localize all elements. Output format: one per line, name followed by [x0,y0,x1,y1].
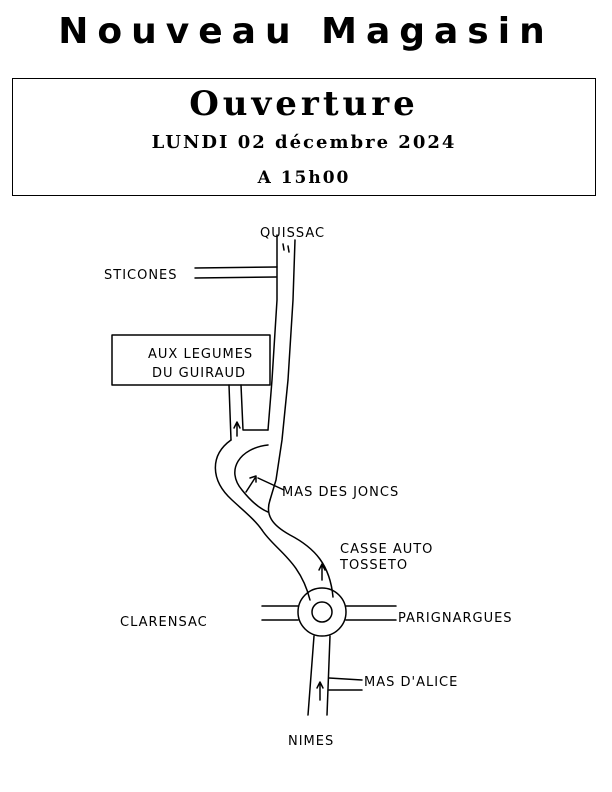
arrow-store-up [233,421,241,437]
headline: Nouveau Magasin [58,11,554,52]
south-road-east-edge [326,635,331,716]
label-mas-des-joncs: MAS DES JONCS [282,485,399,500]
mas-pointer [257,477,285,491]
arrow-south-up [316,681,324,701]
label-garage-line1: CASSE AUTO [340,542,433,557]
roundabout-inner [311,601,333,623]
loop-road-outer [214,439,263,531]
main-road-west-edge [267,234,278,431]
west-side-road-bottom [194,276,277,279]
store-box [111,334,271,386]
arrow-loop-in [245,475,257,493]
label-store-line2: DU GUIRAUD [152,366,246,381]
loop-road-inner [234,444,269,513]
label-clarensac: CLARENSAC [120,615,208,630]
west-side-road-top [194,266,278,269]
road-south-east-edge [267,499,334,598]
store-access-right [240,384,269,431]
opening-date: LUNDI 02 décembre 2024 [151,132,457,153]
opening-title: Ouverture [189,84,419,124]
opening-info-box: Ouverture LUNDI 02 décembre 2024 A 15h00 [12,78,596,196]
main-road-east-edge [269,239,296,501]
road-south-west-edge [261,529,311,601]
label-mas-dalice: MAS D'ALICE [364,675,458,690]
label-store-line1: AUX LEGUMES [148,347,253,362]
label-sticones: STICONES [104,268,178,283]
south-lane-top [328,677,363,681]
roundabout-outer [297,587,347,637]
store-access-left [228,384,232,441]
label-parignargues: PARIGNARGUES [398,611,513,626]
opening-time: A 15h00 [257,168,351,188]
north-ticks [282,243,290,253]
arrow-garage-up [318,563,326,581]
label-garage-line2: TOSSETO [339,558,408,573]
label-nimes: NIMES [288,734,334,749]
label-quissac: QUISSAC [260,226,325,241]
south-road-west-edge [307,635,315,716]
